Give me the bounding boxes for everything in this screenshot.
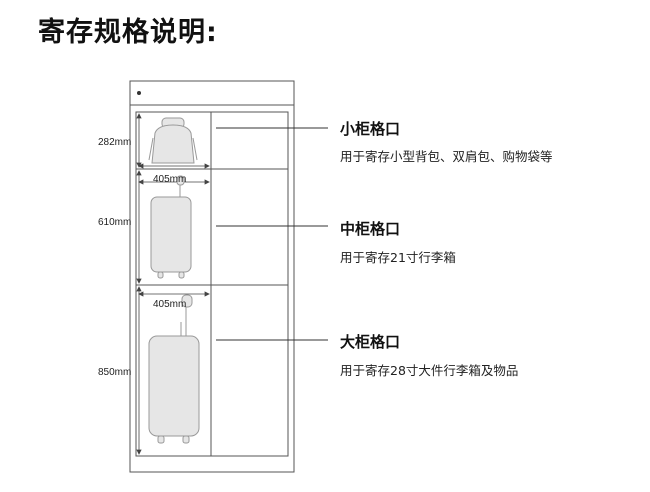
- leader-lines: [216, 127, 328, 341]
- small-width-label: 405mm: [153, 174, 187, 185]
- medium-compartment-desc: 用于寄存21寸行李箱: [340, 250, 456, 265]
- medium-suitcase-icon: [150, 175, 192, 279]
- page-title: 寄存规格说明:: [38, 17, 218, 48]
- cabinet-indicator-dot: [137, 91, 141, 95]
- large-compartment-desc: 用于寄存28寸大件行李箱及物品: [340, 363, 519, 378]
- width-dimension-lines: [138, 163, 210, 297]
- large-compartment-title: 大柜格口: [340, 333, 401, 351]
- large-height-label: 850mm: [98, 367, 132, 378]
- small-compartment-title: 小柜格口: [340, 120, 401, 138]
- large-suitcase-icon: [148, 294, 200, 444]
- locker-grid: [135, 111, 289, 457]
- height-dimension-lines: [136, 113, 142, 455]
- medium-width-label: 405mm: [153, 299, 187, 310]
- small-height-label: 282mm: [98, 137, 132, 148]
- small-compartment-desc: 用于寄存小型背包、双肩包、购物袋等: [340, 149, 553, 164]
- medium-height-label: 610mm: [98, 217, 132, 228]
- medium-compartment-title: 中柜格口: [340, 220, 401, 238]
- backpack-icon: [148, 117, 198, 164]
